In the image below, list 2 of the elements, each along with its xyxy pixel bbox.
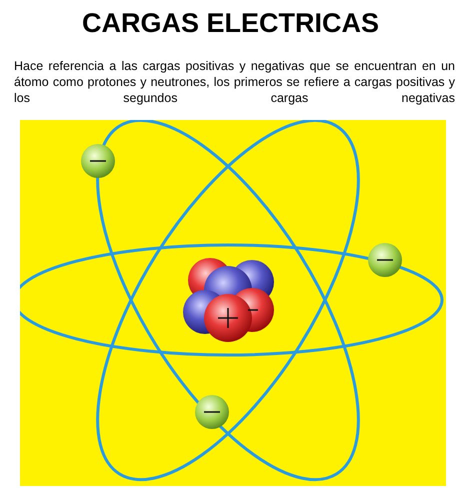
description-paragraph: Hace referencia a las cargas positivas y negativas que se encuentran en un átomo como protones y neutrones, los primeros se refiere a cargas positivas y los segundos cargas negativas xyxy=(14,58,455,106)
title: CARGAS ELECTRICAS xyxy=(80,8,380,39)
